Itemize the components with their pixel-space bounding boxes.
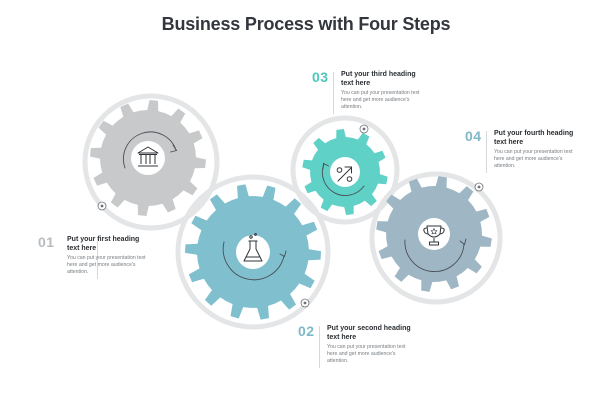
step-1: 01 Put your first heading text here You … (38, 234, 168, 282)
step-number: 02 (298, 323, 315, 339)
page-title: Business Process with Four Steps (161, 14, 451, 34)
flask-icon (243, 233, 263, 262)
step-number: 01 (38, 234, 55, 250)
icon-disc-3 (330, 157, 360, 187)
step-description: You can put your presentation text here … (341, 90, 420, 110)
step-divider (319, 326, 320, 368)
step-heading: Put your third heading text here (341, 71, 416, 87)
marker-dot-center-2 (303, 301, 307, 305)
gear-ring-2 (175, 174, 331, 330)
marker-dot-center-1 (100, 204, 104, 208)
icon-disc-1 (131, 141, 165, 175)
step-heading: Put your first heading text here (67, 236, 140, 252)
step-description: You can put your presentation text here … (67, 255, 146, 275)
trophy-icon (423, 225, 445, 246)
icon-disc-2 (236, 235, 270, 269)
icon-disc-4 (418, 218, 450, 250)
step-divider (97, 237, 98, 279)
bank-icon (137, 146, 159, 167)
rotation-arrow-icon-3 (321, 163, 365, 196)
gear-ring-1 (82, 93, 220, 231)
rotation-arrow-head-2 (279, 250, 287, 258)
step-divider (486, 131, 487, 173)
step-2: 02 Put your second heading text here You… (298, 323, 428, 371)
step-heading: Put your fourth heading text here (494, 130, 574, 146)
step-description: You can put your presentation text here … (494, 149, 573, 169)
step-divider (333, 72, 334, 114)
step-3: 03 Put your third heading text here You … (312, 69, 442, 117)
step-heading: Put your second heading text here (327, 325, 411, 341)
percent-growth-icon (336, 166, 353, 182)
rotation-arrow-head-1 (170, 144, 178, 153)
rotation-arrow-icon-2 (222, 241, 285, 281)
step-number: 03 (312, 69, 329, 85)
step-4: 04 Put your fourth heading text here You… (465, 128, 595, 176)
gear-ring-4 (369, 171, 503, 305)
rotation-arrow-head-4 (459, 238, 467, 246)
step-description: You can put your presentation text here … (327, 344, 406, 364)
rotation-arrow-icon-1 (123, 131, 177, 169)
step-number: 04 (465, 128, 482, 144)
marker-dot-center-3 (362, 127, 366, 131)
gear-ring-3 (290, 115, 400, 225)
marker-dot-center-4 (477, 185, 481, 189)
rotation-arrow-head-3 (322, 162, 329, 170)
rotation-arrow-icon-4 (404, 239, 465, 273)
